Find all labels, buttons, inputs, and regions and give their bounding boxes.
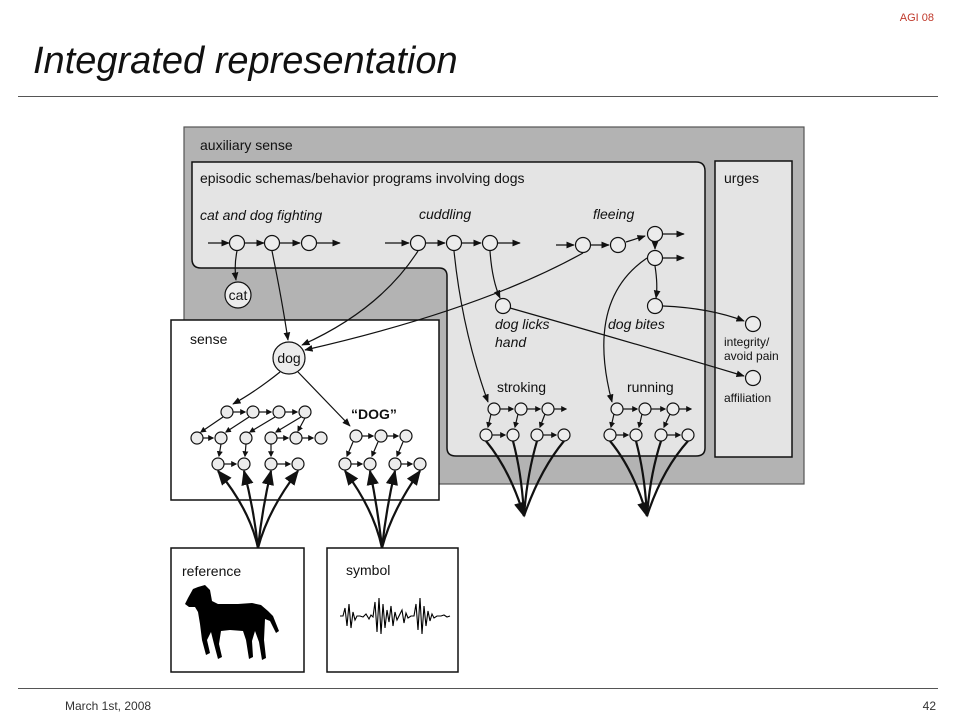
- dog-label: dog: [277, 350, 300, 366]
- footer-divider: [18, 688, 938, 689]
- cat-and-dog-fighting-label: cat and dog fighting: [200, 207, 322, 223]
- page-number: 42: [922, 699, 936, 713]
- sense-label: sense: [190, 331, 228, 347]
- urges-panel: [714, 160, 793, 458]
- integrity-node: [744, 315, 762, 333]
- reference-input-arrows: [217, 469, 299, 549]
- cuddling-label: cuddling: [419, 206, 471, 222]
- dog-bites-label: dog bites: [608, 316, 665, 332]
- hand-label: hand: [495, 334, 527, 350]
- stroking-network: [479, 402, 571, 442]
- symbol-label: symbol: [346, 562, 390, 578]
- avoid-pain-label: avoid pain: [724, 349, 779, 363]
- slide-title: Integrated representation: [33, 40, 458, 82]
- sound-waveform: [340, 597, 451, 635]
- auxiliary-sense-label: auxiliary sense: [200, 137, 293, 153]
- visual-feature-network: [190, 405, 328, 471]
- fleeing-chain: [556, 225, 685, 267]
- cat-label: cat: [229, 287, 248, 303]
- stroking-motor-output: [485, 440, 565, 518]
- dog-bites-node: [646, 297, 664, 315]
- footer-date: March 1st, 2008: [65, 699, 152, 713]
- fleeing-label: fleeing: [593, 206, 634, 222]
- dog-node: [272, 341, 306, 375]
- integrity-label: integrity/: [724, 335, 770, 349]
- running-network: [603, 402, 695, 442]
- dog-word-label: “DOG”: [351, 406, 397, 422]
- stroking-label: stroking: [497, 379, 546, 395]
- running-motor-output: [609, 440, 689, 518]
- reference-label: reference: [182, 563, 241, 579]
- title-divider: [18, 96, 938, 97]
- conference-label: AGI 08: [899, 12, 934, 24]
- affiliation-label: affiliation: [724, 391, 771, 405]
- dog-silhouette: [185, 585, 279, 660]
- episodic-schemas-label: episodic schemas/behavior programs invol…: [200, 170, 525, 186]
- episodic-schemas-panel: [191, 161, 706, 457]
- dog-licks-hand-node: [494, 297, 512, 315]
- cat-and-dog-fighting-chain: [208, 234, 341, 252]
- running-label: running: [627, 379, 674, 395]
- affiliation-node: [744, 369, 762, 387]
- urges-label: urges: [724, 170, 759, 186]
- cuddling-chain: [385, 234, 521, 252]
- word-feature-network: [338, 429, 427, 471]
- symbol-input-arrows: [344, 469, 421, 549]
- cat-node: [224, 281, 252, 309]
- dog-licks-label: dog licks: [495, 316, 549, 332]
